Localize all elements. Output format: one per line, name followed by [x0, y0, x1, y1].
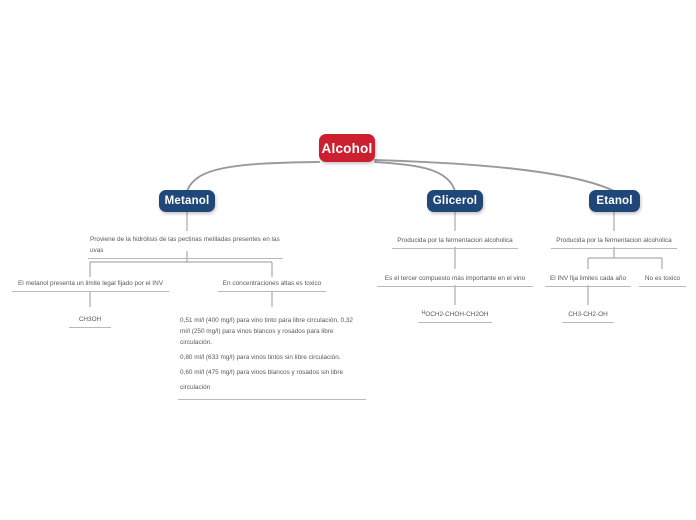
- leaf-metanol-limite[interactable]: El metanol presenta un limite legal fija…: [12, 279, 169, 292]
- leaf-label: El metanol presenta un limite legal fija…: [18, 280, 163, 287]
- leaf-label: Producida por la fermentacion alcoholica: [556, 237, 672, 244]
- leaf-metanol-toxico[interactable]: En concentraciones altas es toxico: [218, 279, 326, 292]
- leaf-metanol-formula[interactable]: CH3OH: [69, 315, 111, 328]
- root-node-label: Alcohol: [321, 140, 373, 156]
- leaf-etanol-no-toxico[interactable]: No es toxico: [639, 274, 686, 287]
- leaf-label: Producida por la fermentacion alcoholica: [397, 237, 513, 244]
- branch-node-label: Glicerol: [432, 195, 478, 207]
- leaf-etanol-inv[interactable]: El INV fija limites cada año: [545, 274, 631, 287]
- leaf-label: CH3-CH2-OH: [568, 311, 608, 318]
- detail-line-4: circulación: [180, 383, 211, 391]
- leaf-label: El INV fija limites cada año: [549, 275, 626, 282]
- root-node-alcohol[interactable]: Alcohol: [319, 134, 375, 162]
- leaf-etanol-origen[interactable]: Producida por la fermentacion alcoholica: [551, 236, 677, 249]
- leaf-label: OCH2-CHOH-CH2OH: [425, 311, 489, 318]
- detail-line-2: 0,80 ml/l (633 mg/l) para vinos tintos s…: [180, 354, 341, 362]
- leaf-glicerol-importancia[interactable]: Es el tercer compuesto más importante en…: [377, 274, 533, 287]
- leaf-label: En concentraciones altas es toxico: [222, 280, 322, 287]
- detail-line-3: 0,60 ml/l (475 mg/l) para vinos blancos …: [180, 368, 344, 376]
- edge-root-glicerol: [374, 161, 456, 192]
- leaf-label: Proviene de la hidrólisis de las pectina…: [90, 236, 280, 255]
- branch-node-label: Etanol: [596, 195, 633, 207]
- edge-etanol-split: [587, 247, 663, 269]
- leaf-metanol-origen[interactable]: Proviene de la hidrólisis de las pectina…: [88, 234, 283, 260]
- branch-node-metanol[interactable]: Metanol: [159, 190, 215, 212]
- formula-prefix: H: [421, 310, 426, 317]
- leaf-label: No es toxico: [644, 275, 681, 282]
- leaf-glicerol-formula[interactable]: HOCH2-CHOH-CH2OH: [418, 310, 492, 323]
- edge-root-metanol: [186, 161, 320, 192]
- branch-node-glicerol[interactable]: Glicerol: [427, 190, 483, 212]
- branch-node-label: Metanol: [164, 195, 210, 207]
- leaf-label: CH3OH: [78, 316, 102, 323]
- leaf-metanol-limites-detalle[interactable]: 0,51 ml/l (400 mg/l) para vino tinto par…: [178, 315, 366, 400]
- detail-line-1: 0,51 ml/l (400 mg/l) para vino tinto par…: [180, 317, 353, 347]
- branch-node-etanol[interactable]: Etanol: [589, 190, 640, 212]
- leaf-glicerol-origen[interactable]: Producida por la fermentacion alcoholica: [392, 236, 518, 249]
- leaf-label: Es el tercer compuesto más importante en…: [384, 275, 526, 282]
- edge-root-etanol: [374, 159, 615, 192]
- leaf-etanol-formula[interactable]: CH3-CH2-OH: [562, 310, 614, 323]
